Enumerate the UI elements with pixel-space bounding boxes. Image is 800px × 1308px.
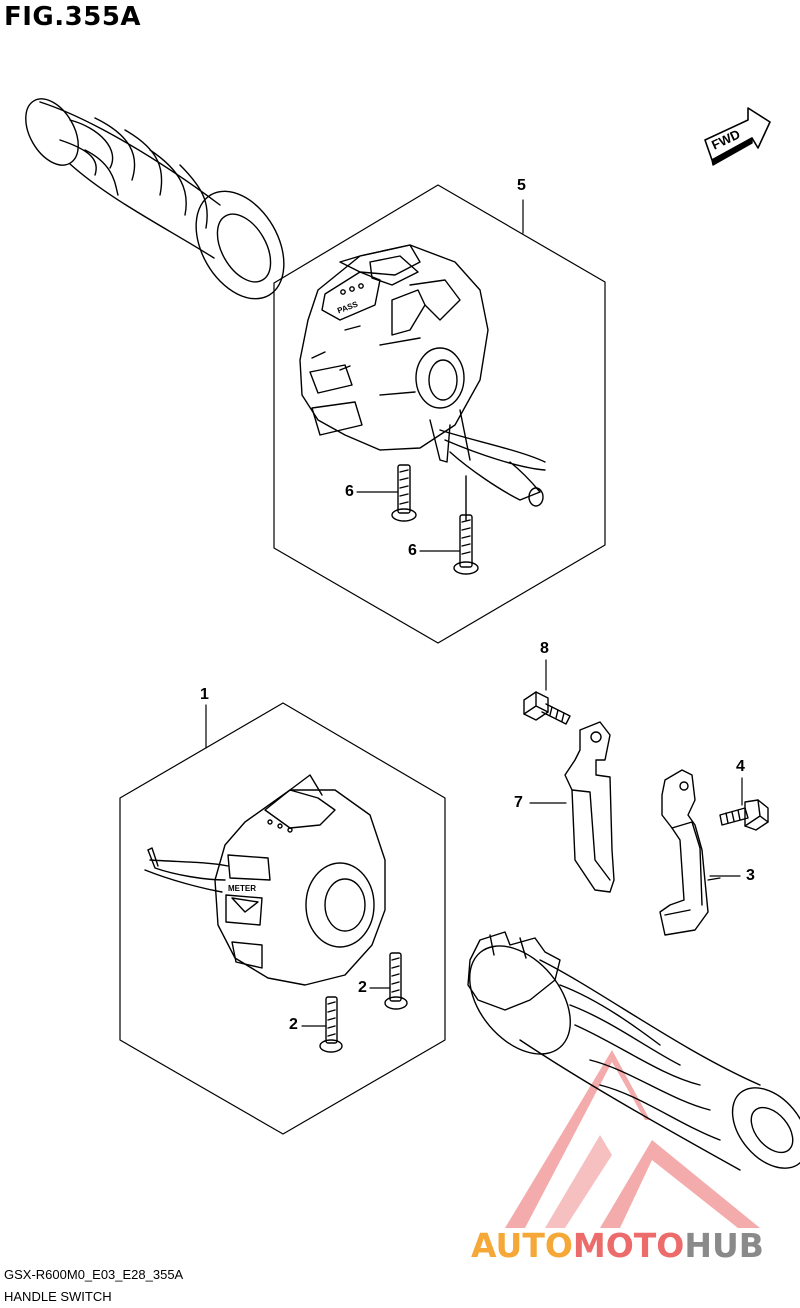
callout-3: 3 [746, 867, 755, 884]
callout-4: 4 [736, 758, 745, 775]
callout-7: 7 [514, 794, 523, 811]
screw-2b [384, 952, 408, 1010]
figure-title: FIG.355A [4, 2, 142, 32]
callout-2a: 2 [289, 1016, 298, 1033]
callout-8: 8 [540, 640, 549, 657]
kit-outline-1 [119, 702, 446, 1135]
kit-outline-5 [273, 184, 606, 644]
throttle-grip [467, 931, 800, 1171]
figure-code: GSX-R600M0_E03_E28_355A [4, 1267, 184, 1282]
bolt-8 [523, 691, 571, 725]
right-handlebar-switch [299, 244, 546, 521]
screw-2a [319, 996, 343, 1053]
callout-5: 5 [517, 177, 526, 194]
clamp-7 [564, 721, 615, 893]
watermark-logo [505, 1050, 760, 1228]
callout-2b: 2 [358, 979, 367, 996]
watermark-part-3: HUB [684, 1226, 764, 1265]
callout-6a: 6 [345, 483, 354, 500]
meter-button-label: METER [228, 884, 256, 893]
watermark-part-1: AUTO [471, 1226, 573, 1265]
watermark-text: AUTOMOTOHUB [471, 1226, 764, 1265]
forward-arrow-icon [704, 107, 771, 166]
screw-6a [391, 464, 417, 522]
clamp-3 [659, 769, 709, 936]
left-handlebar-grip [25, 98, 285, 300]
callout-1: 1 [200, 686, 209, 703]
screw-6b [453, 514, 479, 575]
callout-6b: 6 [408, 542, 417, 559]
bolt-4 [719, 799, 769, 831]
left-handlebar-switch [144, 774, 386, 986]
watermark-part-2: MOTO [572, 1226, 685, 1265]
figure-name: HANDLE SWITCH [4, 1289, 112, 1304]
